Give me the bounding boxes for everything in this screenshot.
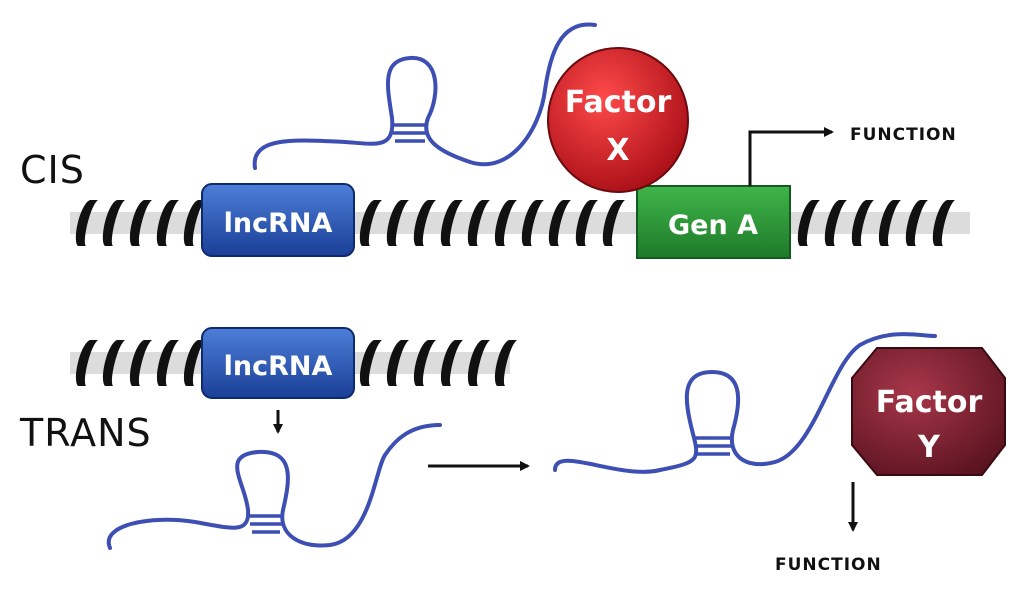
dna-twist [467,340,490,386]
dna-twist [440,340,463,386]
dna-twist [494,200,517,246]
dna-twist [797,200,820,246]
gene-a-box: Gen A [636,185,791,259]
dna-twist [548,200,571,246]
dna-twist [851,200,874,246]
trans-lncrna-label: lncRNA [224,351,333,382]
trans-rna-strand-right [553,332,937,474]
dna-twist [386,340,409,386]
cis-function-label: FUNCTION [850,125,957,145]
dna-twist [75,200,98,246]
dna-twist [129,200,152,246]
trans-lncrna-box: lncRNA [201,327,355,399]
factor-x-line2: X [606,133,629,168]
cis-lncrna-label: lncRNA [224,208,333,239]
dna-twist [494,340,517,386]
factor-y-octagon: Factor Y [851,347,1006,476]
dna-twist [386,200,409,246]
gene-a-label: Gen A [668,210,758,241]
dna-twist [824,200,847,246]
dna-twist [183,200,206,246]
trans-function-label: FUNCTION [775,555,882,575]
dna-twist [932,200,955,246]
factor-x-line1: Factor [565,85,672,120]
factor-y-line2: Y [917,430,941,465]
factor-x-circle: Factor X [547,47,689,193]
dna-twist [521,200,544,246]
dna-twist [440,200,463,246]
dna-twist [359,200,382,246]
dna-twist [129,340,152,386]
dna-twist [75,340,98,386]
cis-function-arrow [748,127,834,186]
dna-twist [183,340,206,386]
dna-twist [602,200,625,246]
dna-twist [905,200,928,246]
dna-twist [359,340,382,386]
dna-twist [878,200,901,246]
dna-twist [156,200,179,246]
factor-y-line1: Factor [876,385,983,420]
cis-rna-strand [252,22,597,170]
dna-twist [467,200,490,246]
dna-twist [156,340,179,386]
cis-lncrna-box: lncRNA [201,183,355,257]
dna-twist [413,200,436,246]
dna-twist [575,200,598,246]
dna-twist [102,200,125,246]
trans-rna-strand-left [106,423,442,550]
dna-twist [102,340,125,386]
trans-label: TRANS [19,411,152,455]
dna-twist [413,340,436,386]
cis-label: CIS [20,148,85,192]
